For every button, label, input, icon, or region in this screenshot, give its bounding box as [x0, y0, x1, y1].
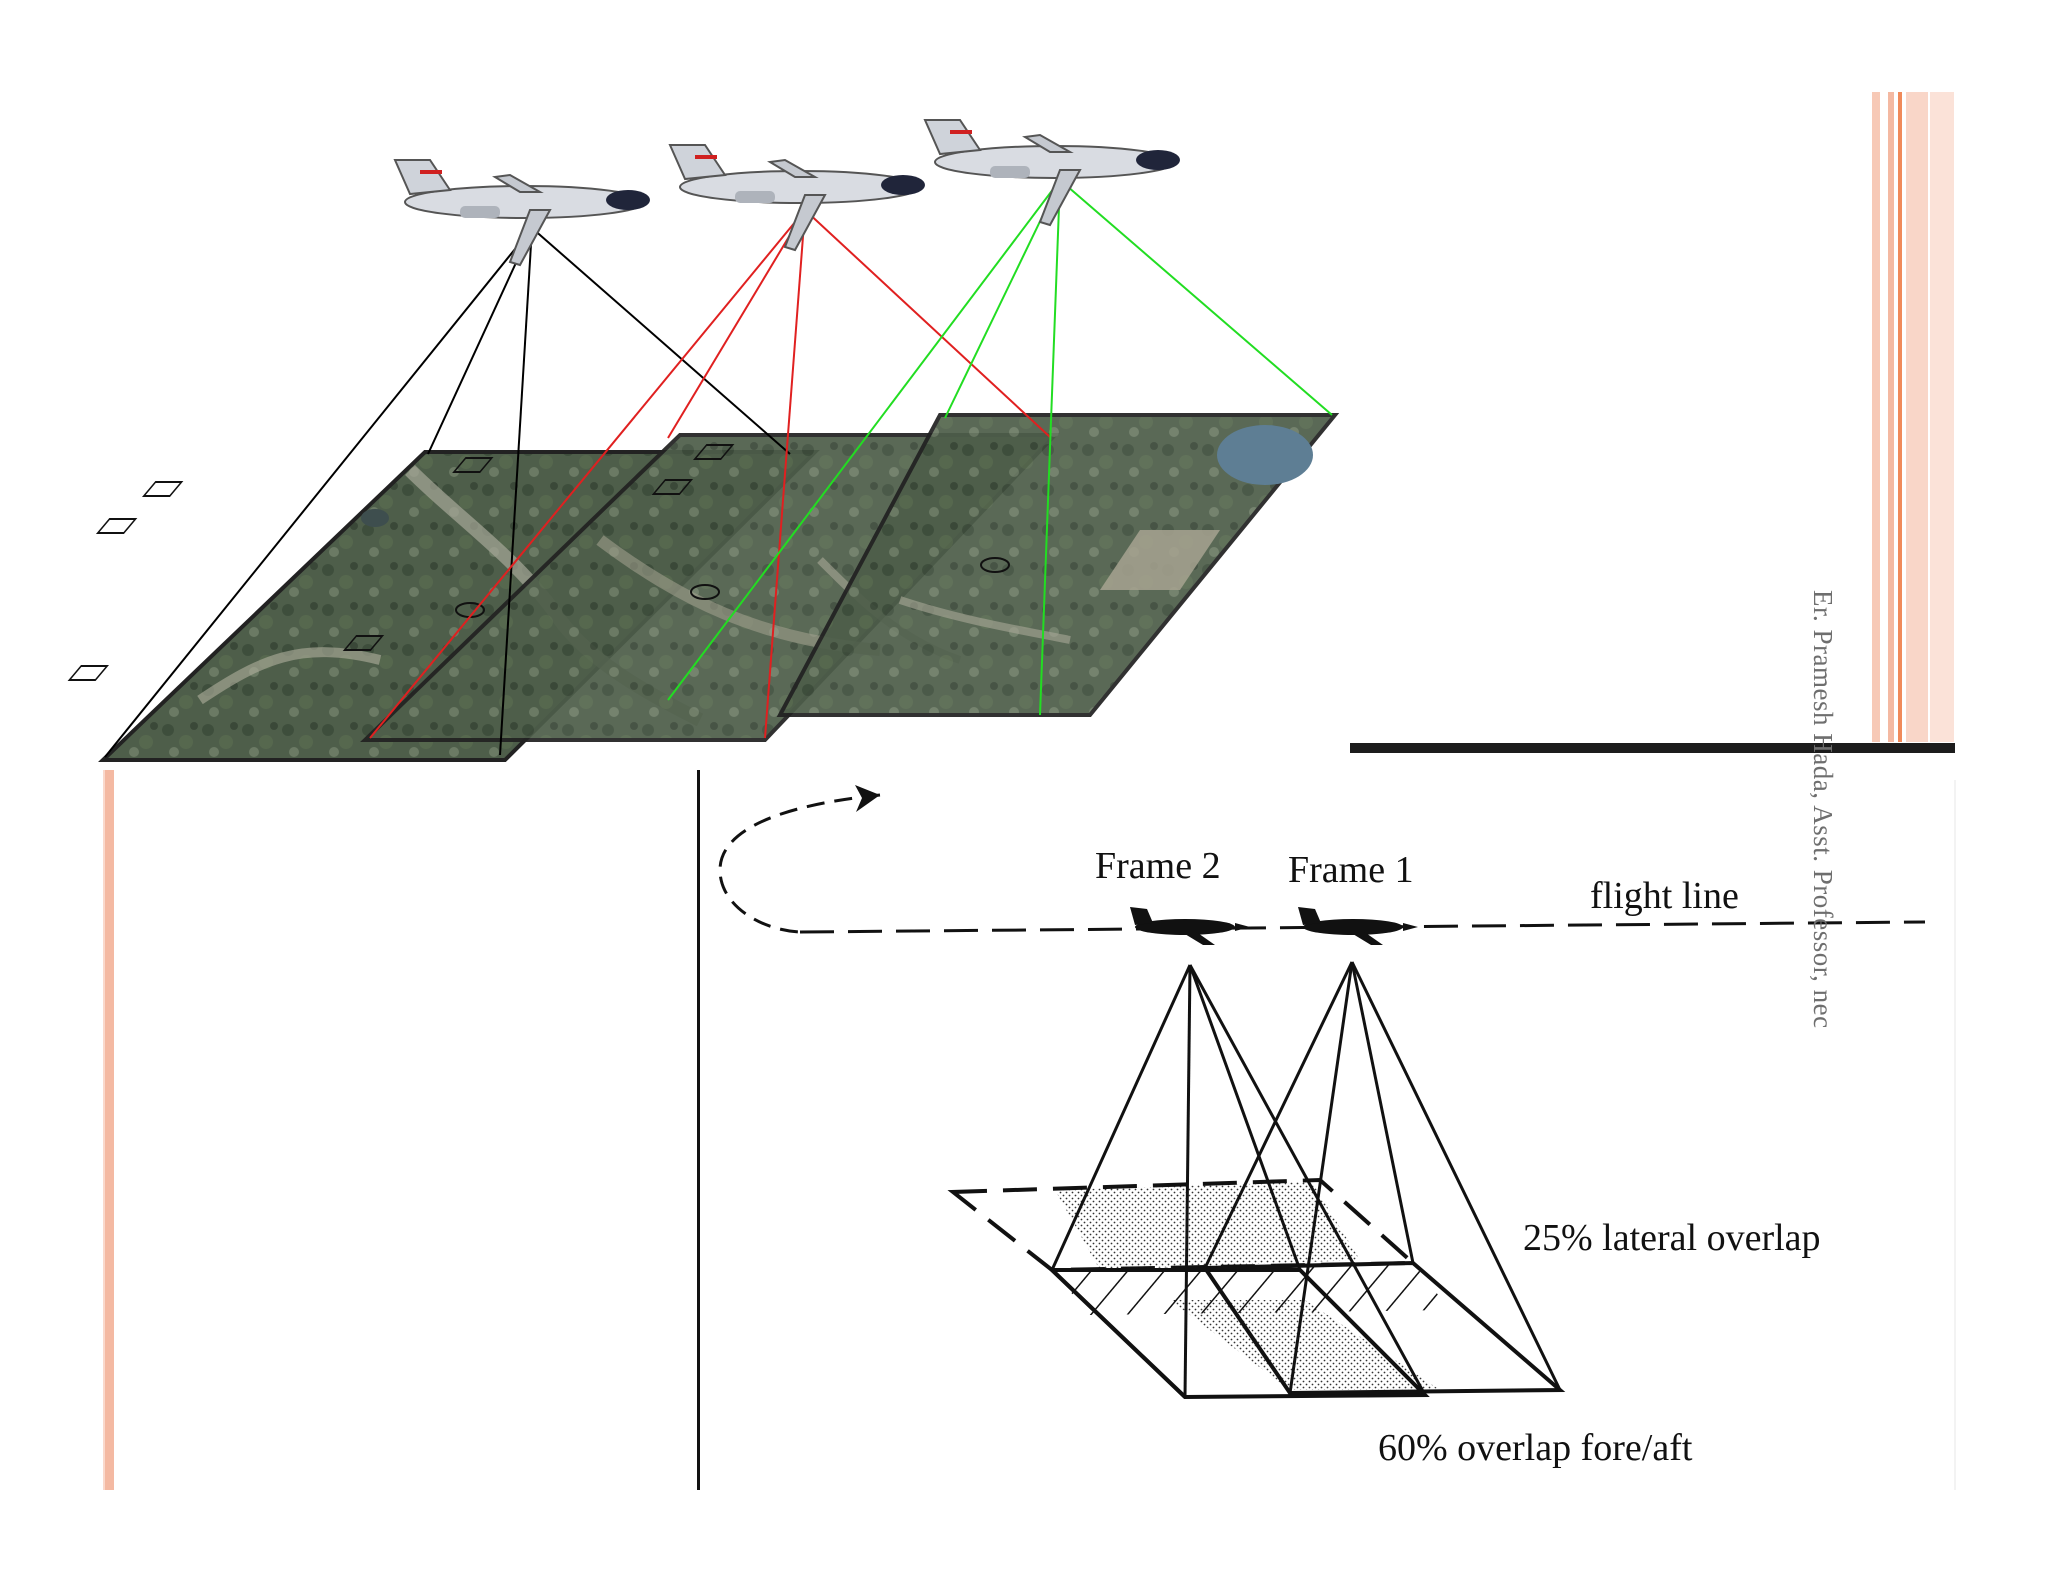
strip-overlap-hatch [1052, 1263, 1450, 1315]
frame-2-aircraft-icon [1130, 907, 1250, 945]
flight-path-turn [718, 793, 881, 934]
aircraft-1 [393, 159, 650, 267]
aircraft-3 [923, 119, 1180, 227]
frame-2-label: Frame 2 [1095, 845, 1221, 887]
right-accent-stripe-4 [1906, 92, 1928, 742]
footprint-markers [67, 444, 1010, 681]
frame-1-label: Frame 1 [1288, 849, 1414, 891]
sight-lines-aircraft-2 [369, 209, 1051, 739]
lateral-overlap-label: 25% lateral overlap [1523, 1217, 1821, 1259]
sight-lines-aircraft-3 [667, 179, 1333, 716]
foreaft-overlap-label: 60% overlap fore/aft [1378, 1427, 1693, 1469]
vertical-divider [697, 770, 700, 1490]
sight-lines-aircraft-1 [104, 227, 791, 758]
right-accent-stripe-2 [1888, 92, 1894, 742]
author-credit: Er. Pramesh Hada, Asst. Professor, nec [1808, 590, 1838, 1029]
right-accent-stripe-1 [1872, 92, 1880, 742]
right-accent-stripe-5 [1930, 92, 1954, 742]
flight-line-diagram: Frame 2 Frame 1 flight line 25% lateral … [718, 785, 1926, 1469]
left-accent-stripe [105, 770, 114, 1490]
frame-1-aircraft-icon [1298, 907, 1418, 945]
flight-line-label: flight line [1590, 875, 1739, 917]
lateral-overlap-area [1055, 1182, 1360, 1270]
aircraft-2 [668, 144, 925, 252]
horizontal-divider [1350, 743, 1955, 753]
photo-frame-3 [776, 413, 1340, 717]
left-accent-stripe-thin [103, 770, 105, 1490]
right-faint-border [1954, 780, 1956, 1490]
frame-2-rays [1050, 964, 1427, 1398]
frame-1-rays [1203, 961, 1562, 1394]
flight-direction-arrow [855, 785, 880, 812]
foreaft-overlap-area [1170, 1300, 1440, 1390]
flight-line [799, 920, 1926, 934]
right-accent-stripe-3 [1898, 92, 1902, 742]
